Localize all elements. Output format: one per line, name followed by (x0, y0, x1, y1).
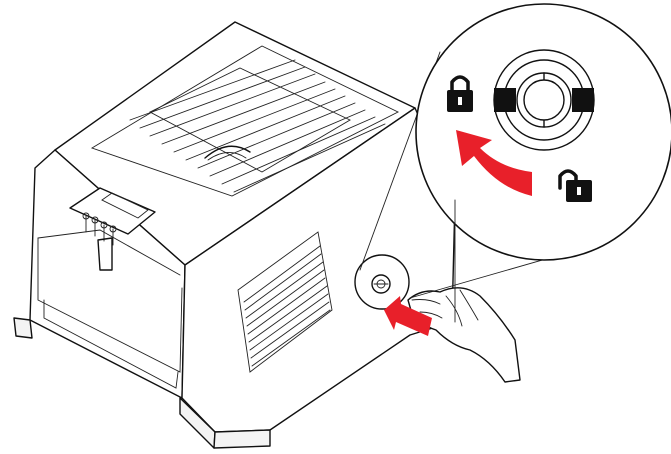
side-foot (214, 430, 270, 448)
front-foot (14, 318, 32, 338)
lock-dial (355, 255, 409, 309)
hand (408, 288, 520, 382)
zoom-callout (416, 4, 671, 260)
enlarged-lock-dial (494, 50, 594, 150)
printer (14, 22, 455, 448)
